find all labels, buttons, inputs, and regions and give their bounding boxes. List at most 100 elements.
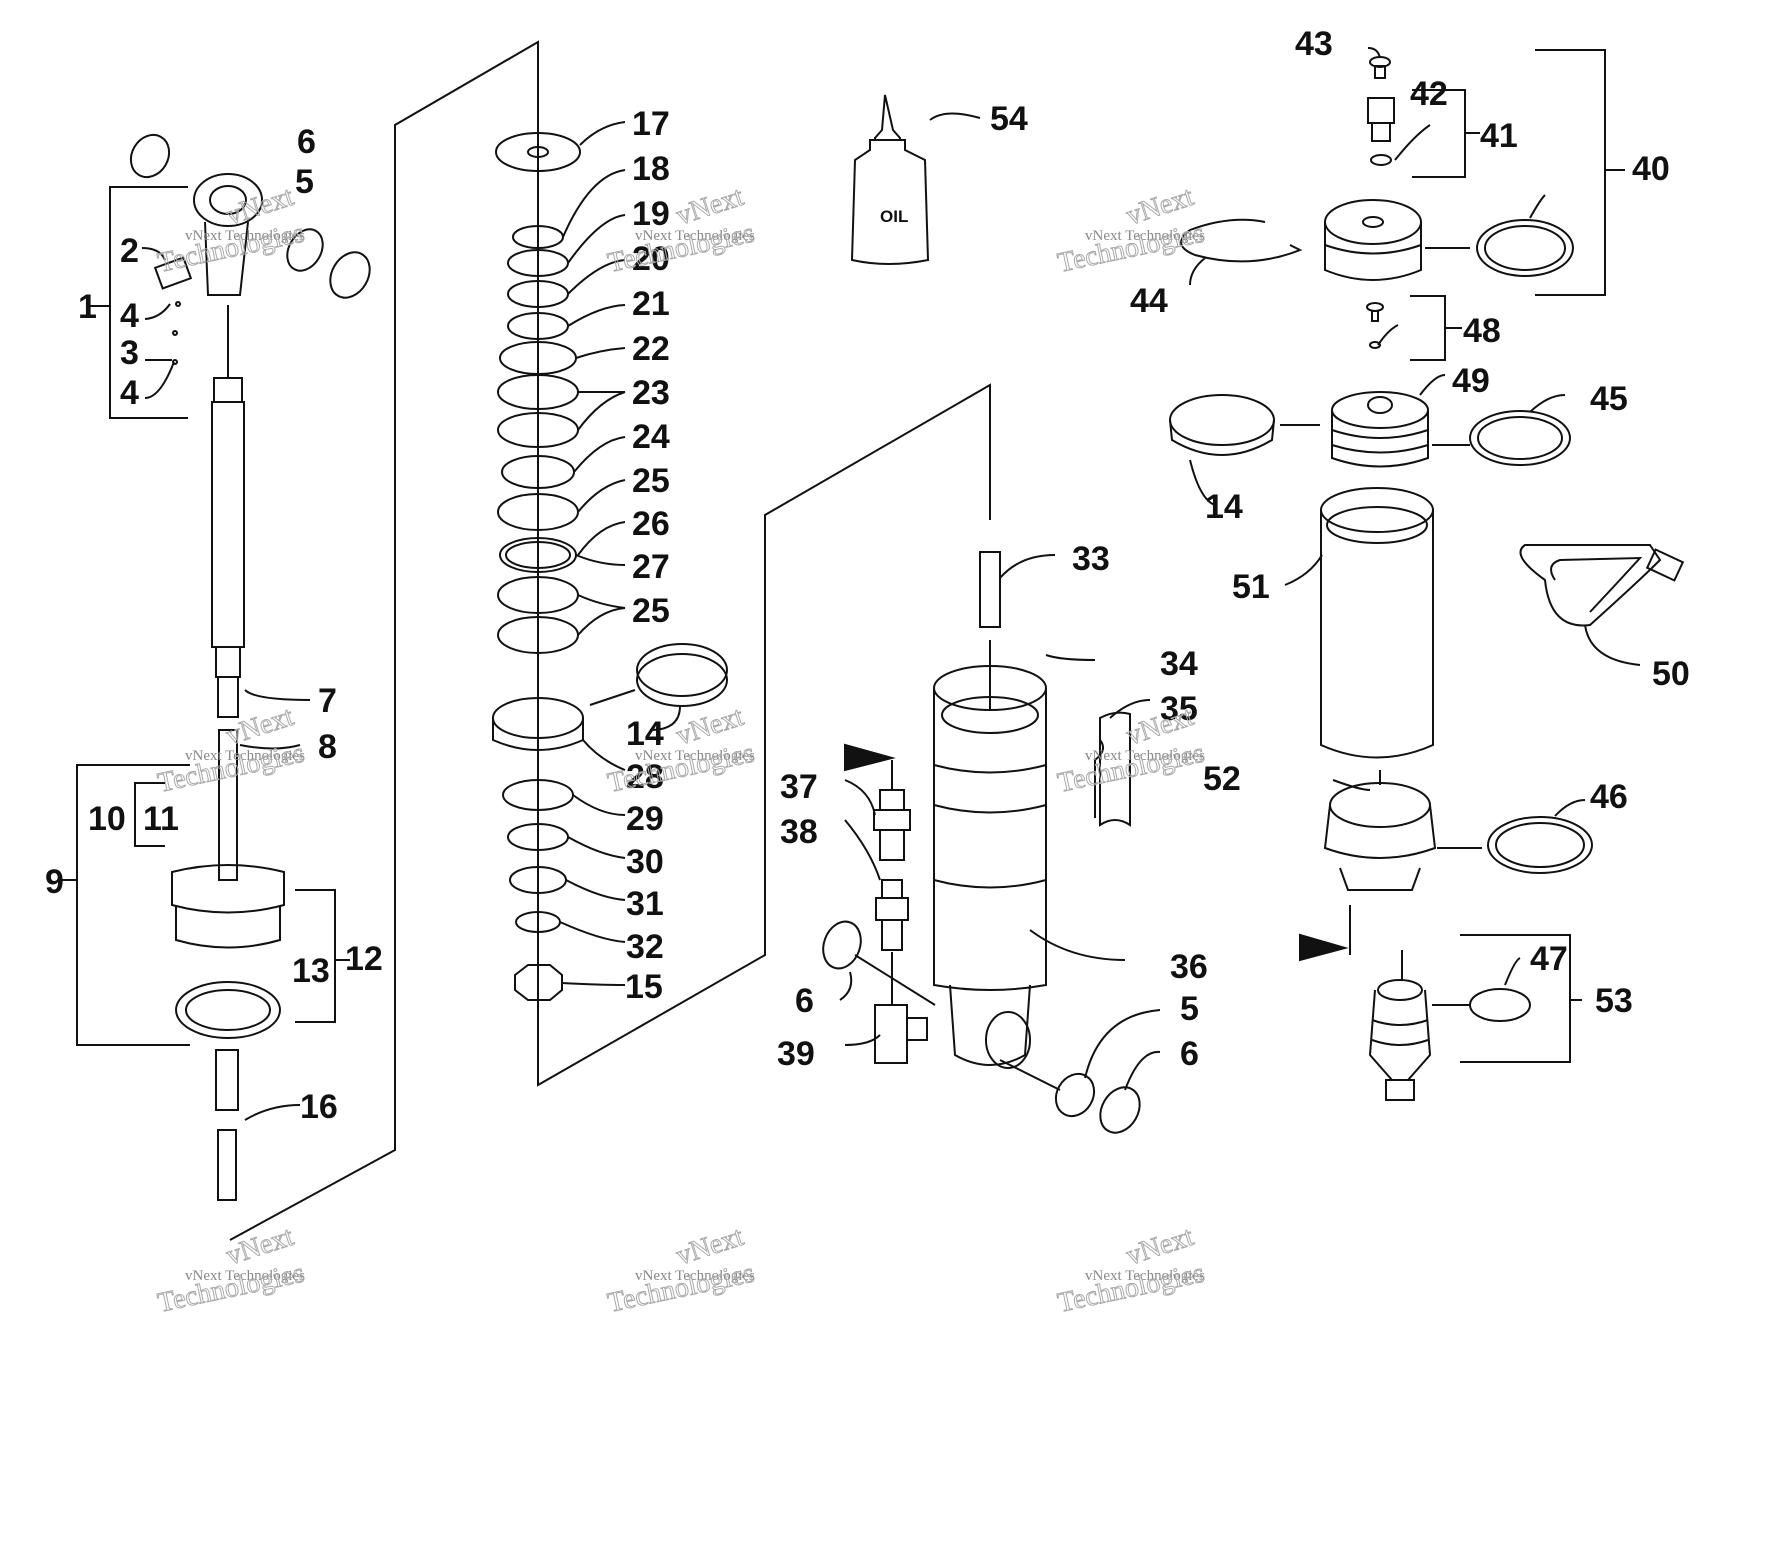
part-number-label: 32 bbox=[626, 928, 664, 966]
part-number-label: 17 bbox=[632, 105, 670, 143]
bypass-valve-part bbox=[1368, 979, 1432, 1101]
wear-band-part bbox=[636, 643, 728, 707]
part-number-label: 49 bbox=[1452, 362, 1490, 400]
part-number-label: 36 bbox=[1170, 948, 1208, 986]
watermark-text: vNext Technologies bbox=[635, 228, 755, 244]
bump-stop-part bbox=[1094, 711, 1131, 827]
direction-arrow bbox=[1299, 933, 1349, 962]
part-number-label: 50 bbox=[1652, 655, 1690, 693]
direction-arrow bbox=[844, 743, 896, 772]
part-number-label: 42 bbox=[1410, 75, 1448, 113]
bolt-part bbox=[1369, 56, 1391, 79]
o-ring-part bbox=[1476, 219, 1574, 277]
o-ring-part bbox=[1487, 816, 1593, 874]
part-number-label: 35 bbox=[1160, 690, 1198, 728]
part-number-label: 7 bbox=[318, 682, 337, 720]
frame-line-left bbox=[229, 40, 991, 1241]
oil-bottle-label: OIL bbox=[880, 207, 908, 226]
bracket-12 bbox=[295, 889, 336, 1023]
o-ring-part bbox=[822, 920, 862, 970]
shock-body-part bbox=[933, 665, 1047, 1069]
end-cap-part bbox=[1323, 782, 1437, 891]
watermark-text: vNext Technologies bbox=[1085, 748, 1205, 764]
ifp-piston-part bbox=[1331, 391, 1429, 468]
part-number-label: 14 bbox=[1205, 488, 1243, 526]
part-number-label: 38 bbox=[780, 813, 818, 851]
snap-ring-part bbox=[1180, 218, 1303, 263]
watermark-text: vNext Technologies bbox=[635, 1268, 755, 1284]
bracket-1 bbox=[109, 186, 188, 419]
part-number-label: 45 bbox=[1590, 380, 1628, 418]
part-number-label: 27 bbox=[632, 548, 670, 586]
reservoir-body-part bbox=[1320, 487, 1434, 759]
o-ring-part bbox=[1469, 410, 1571, 466]
part-number-label: 28 bbox=[626, 758, 664, 796]
watermark-text: vNext Technologies bbox=[185, 1268, 305, 1284]
part-number-label: 44 bbox=[1130, 282, 1168, 320]
part-number-label: 4 bbox=[120, 374, 139, 412]
o-ring-part bbox=[1099, 1086, 1141, 1134]
part-number-label: 51 bbox=[1232, 568, 1270, 606]
part-number-label: 26 bbox=[632, 505, 670, 543]
part-number-label: 43 bbox=[1295, 25, 1333, 63]
part-number-label: 39 bbox=[777, 1035, 815, 1073]
part-number-label: 37 bbox=[780, 768, 818, 806]
part-number-label: 53 bbox=[1595, 982, 1633, 1020]
reservoir-cap-part bbox=[1324, 199, 1422, 281]
shaft-part bbox=[211, 377, 245, 718]
part-number-label: 46 bbox=[1590, 778, 1628, 816]
part-number-label: 16 bbox=[300, 1088, 338, 1126]
part-number-label: 41 bbox=[1480, 117, 1518, 155]
part-number-label: 8 bbox=[318, 728, 337, 766]
part-number-label: 19 bbox=[632, 195, 670, 233]
part-number-label: 12 bbox=[345, 940, 383, 978]
shock-eye-part bbox=[153, 173, 263, 296]
bolt-part-2 bbox=[1366, 302, 1384, 349]
part-number-label: 47 bbox=[1530, 940, 1568, 978]
bracket-10 bbox=[134, 782, 165, 847]
part-number-label: 29 bbox=[626, 800, 664, 838]
o-ring-part bbox=[329, 251, 371, 299]
bracket-9 bbox=[76, 764, 190, 1046]
part-number-label: 40 bbox=[1632, 150, 1670, 188]
part-number-label: 6 bbox=[1180, 1035, 1199, 1073]
valve-insert-part bbox=[1367, 97, 1395, 166]
part-number-label: 11 bbox=[143, 800, 179, 838]
part-number-label: 6 bbox=[795, 982, 814, 1020]
part-number-label: 23 bbox=[632, 374, 670, 412]
part-number-label: 33 bbox=[1072, 540, 1110, 578]
watermark-text: vNext Technologies bbox=[1085, 228, 1205, 244]
part-number-label: 13 bbox=[292, 952, 330, 990]
part-number-label: 31 bbox=[626, 885, 664, 923]
part-number-label: 25 bbox=[632, 592, 670, 630]
part-number-label: 52 bbox=[1203, 760, 1241, 798]
watermark-text: vNext Technologies bbox=[635, 748, 755, 764]
part-number-label: 5 bbox=[295, 163, 314, 201]
part-number-label: 4 bbox=[120, 297, 139, 335]
part-number-label: 25 bbox=[632, 462, 670, 500]
wear-band-part-2 bbox=[1169, 394, 1275, 456]
part-number-label: 30 bbox=[626, 843, 664, 881]
part-number-label: 48 bbox=[1463, 312, 1501, 350]
part-number-label: 5 bbox=[1180, 990, 1199, 1028]
bearing-part bbox=[286, 228, 324, 272]
valve-fitting-part bbox=[873, 789, 928, 1064]
part-number-label: 23 bbox=[632, 374, 670, 412]
part-number-label: 24 bbox=[632, 418, 670, 456]
part-number-label: 14 bbox=[626, 715, 664, 753]
bracket-40 bbox=[1535, 49, 1606, 296]
part-number-label: 20 bbox=[632, 240, 670, 278]
bracket-53 bbox=[1460, 934, 1571, 1063]
watermark-text: vNext Technologies bbox=[185, 228, 305, 244]
pin-part bbox=[979, 551, 1001, 628]
bearing-part bbox=[1054, 1072, 1096, 1118]
o-ring-part bbox=[129, 133, 171, 179]
o-ring-part bbox=[1469, 988, 1531, 1022]
part-number-label: 21 bbox=[632, 285, 670, 323]
part-number-label: 9 bbox=[45, 863, 64, 901]
part-number-label: 22 bbox=[632, 330, 670, 368]
